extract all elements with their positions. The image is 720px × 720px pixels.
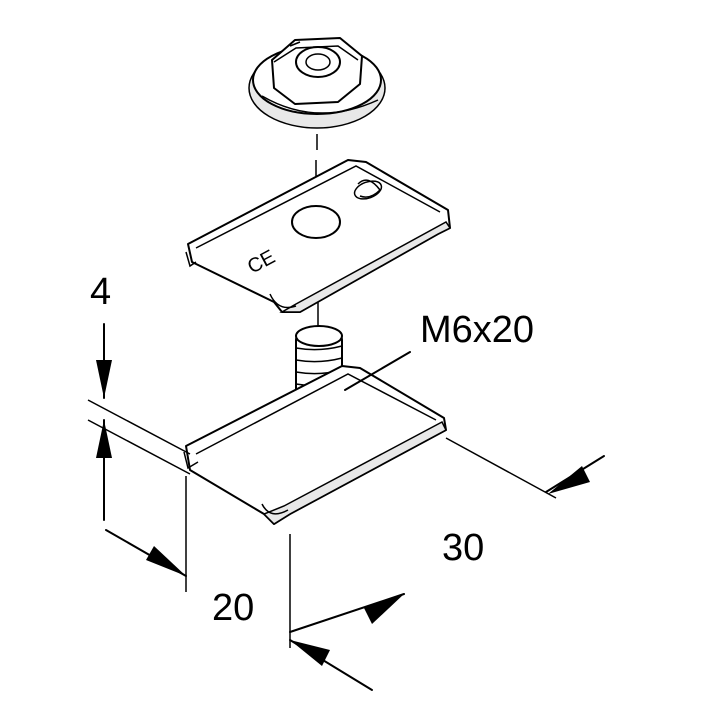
flange-nut — [248, 37, 386, 129]
bolt-size-label: M6x20 — [420, 309, 534, 351]
dimension-length: 30 — [442, 437, 605, 569]
top-clamp-plate: CE — [185, 159, 452, 313]
thickness-label: 4 — [90, 271, 111, 313]
dimension-thickness: 4 — [87, 271, 191, 521]
dimension-width: 20 — [105, 476, 405, 691]
width-label: 20 — [212, 587, 254, 629]
bolt-leader: M6x20 — [344, 309, 534, 391]
bottom-channel-plate — [183, 365, 447, 525]
length-label: 30 — [442, 527, 484, 569]
